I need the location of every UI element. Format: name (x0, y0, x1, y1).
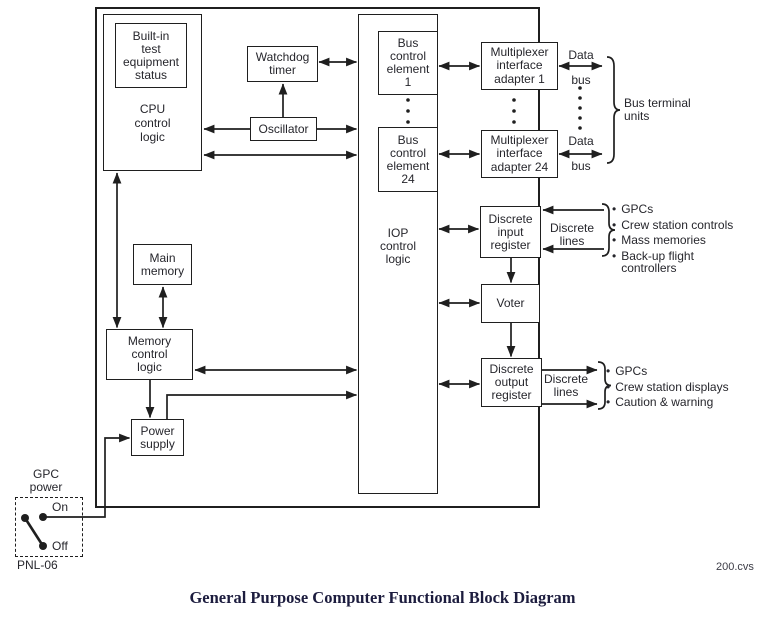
bullet-glyph: • (606, 364, 611, 378)
list-item: • Mass memories (612, 234, 733, 247)
oscillator-label: Oscillator (258, 121, 309, 136)
bullet-glyph: • (612, 233, 617, 247)
multiplexer-interface-adapter-24-label: Multiplexer interface adapter 24 (490, 132, 549, 174)
bus-control-element-24-box: Bus control element 24 (378, 127, 438, 192)
bite-status-box: Built-in test equipment status (115, 23, 187, 88)
bullet-glyph: • (606, 379, 611, 394)
panel-id-label: PNL-06 (17, 558, 58, 572)
figure-caption: General Purpose Computer Functional Bloc… (189, 588, 576, 607)
data-bus-24-word-data: Data (568, 134, 594, 148)
discrete-input-register-box: Discrete input register (480, 206, 541, 258)
bullet-glyph: • (612, 217, 617, 232)
list-item-label: Caution & warning (615, 395, 714, 409)
multiplexer-interface-adapter-1-label: Multiplexer interface adapter 1 (490, 44, 549, 86)
switch-off-label: Off (52, 539, 68, 553)
discrete-input-sources-list: • GPCs • Crew station controls • Mass memor… (612, 203, 733, 278)
bus-control-element-1-label: Bus control element 1 (386, 36, 430, 89)
list-item-label: Crew station controls (621, 217, 734, 232)
bullet-glyph: • (612, 202, 617, 216)
voter-box: Voter (481, 284, 540, 323)
bus-terminal-units-brace (606, 56, 621, 164)
list-item: • GPCs (606, 365, 729, 378)
list-item-label: Mass memories (621, 233, 706, 247)
data-bus-ellipsis-dots (578, 86, 582, 130)
gpc-power-label: GPC power (29, 467, 63, 494)
oscillator-box: Oscillator (250, 117, 317, 141)
data-bus-1-word-bus: bus (571, 73, 591, 87)
main-memory-label: Main memory (140, 250, 185, 278)
discrete-output-destinations-list: • GPCs • Crew station displays • Caution & … (606, 365, 729, 412)
list-item-label: Back-up flight controllers (621, 248, 694, 276)
iop-control-logic-label: IOP control logic (379, 226, 417, 266)
memory-control-logic-label: Memory control logic (127, 334, 172, 374)
list-item-label: GPCs (621, 202, 654, 216)
data-bus-24-word-bus: bus (571, 159, 591, 173)
list-item: • Back-up flight controllers (612, 248, 733, 276)
bullet-glyph: • (612, 248, 617, 263)
list-item-label: GPCs (615, 364, 648, 378)
watchdog-timer-label: Watchdog timer (255, 50, 310, 77)
cpu-control-logic-label: CPU control logic (134, 102, 171, 144)
discrete-output-register-box: Discrete output register (481, 358, 542, 407)
bus-control-element-24-label: Bus control element 24 (386, 132, 430, 186)
list-item: • GPCs (612, 203, 733, 216)
multiplexer-interface-adapter-1-box: Multiplexer interface adapter 1 (481, 42, 558, 90)
bus-control-element-1-box: Bus control element 1 (378, 31, 438, 95)
discrete-input-register-label: Discrete input register (488, 211, 533, 252)
bite-status-label: Built-in test equipment status (122, 28, 180, 82)
discrete-lines-output-label: Discrete lines (543, 372, 588, 399)
switch-on-label: On (52, 500, 69, 514)
voter-label: Voter (496, 296, 525, 310)
list-item-label: Crew station displays (615, 379, 729, 394)
power-supply-box: Power supply (131, 419, 184, 456)
main-memory-box: Main memory (133, 244, 192, 285)
list-item: • Caution & warning (606, 396, 729, 409)
list-item: • Crew station displays (606, 379, 729, 394)
file-reference-label: 200.cvs (716, 561, 754, 573)
bus-terminal-units-label: Bus terminal units (624, 96, 691, 123)
discrete-lines-input-label: Discrete lines (549, 221, 594, 248)
watchdog-timer-box: Watchdog timer (247, 46, 318, 82)
panel-pnl06-outline (15, 497, 83, 557)
multiplexer-interface-adapter-24-box: Multiplexer interface adapter 24 (481, 130, 558, 178)
list-item: • Crew station controls (612, 217, 734, 232)
memory-control-logic-box: Memory control logic (106, 329, 193, 380)
power-supply-label: Power supply (140, 423, 175, 451)
discrete-output-register-label: Discrete output register (489, 362, 534, 402)
bullet-glyph: • (606, 395, 611, 409)
data-bus-1-word-data: Data (568, 48, 594, 62)
